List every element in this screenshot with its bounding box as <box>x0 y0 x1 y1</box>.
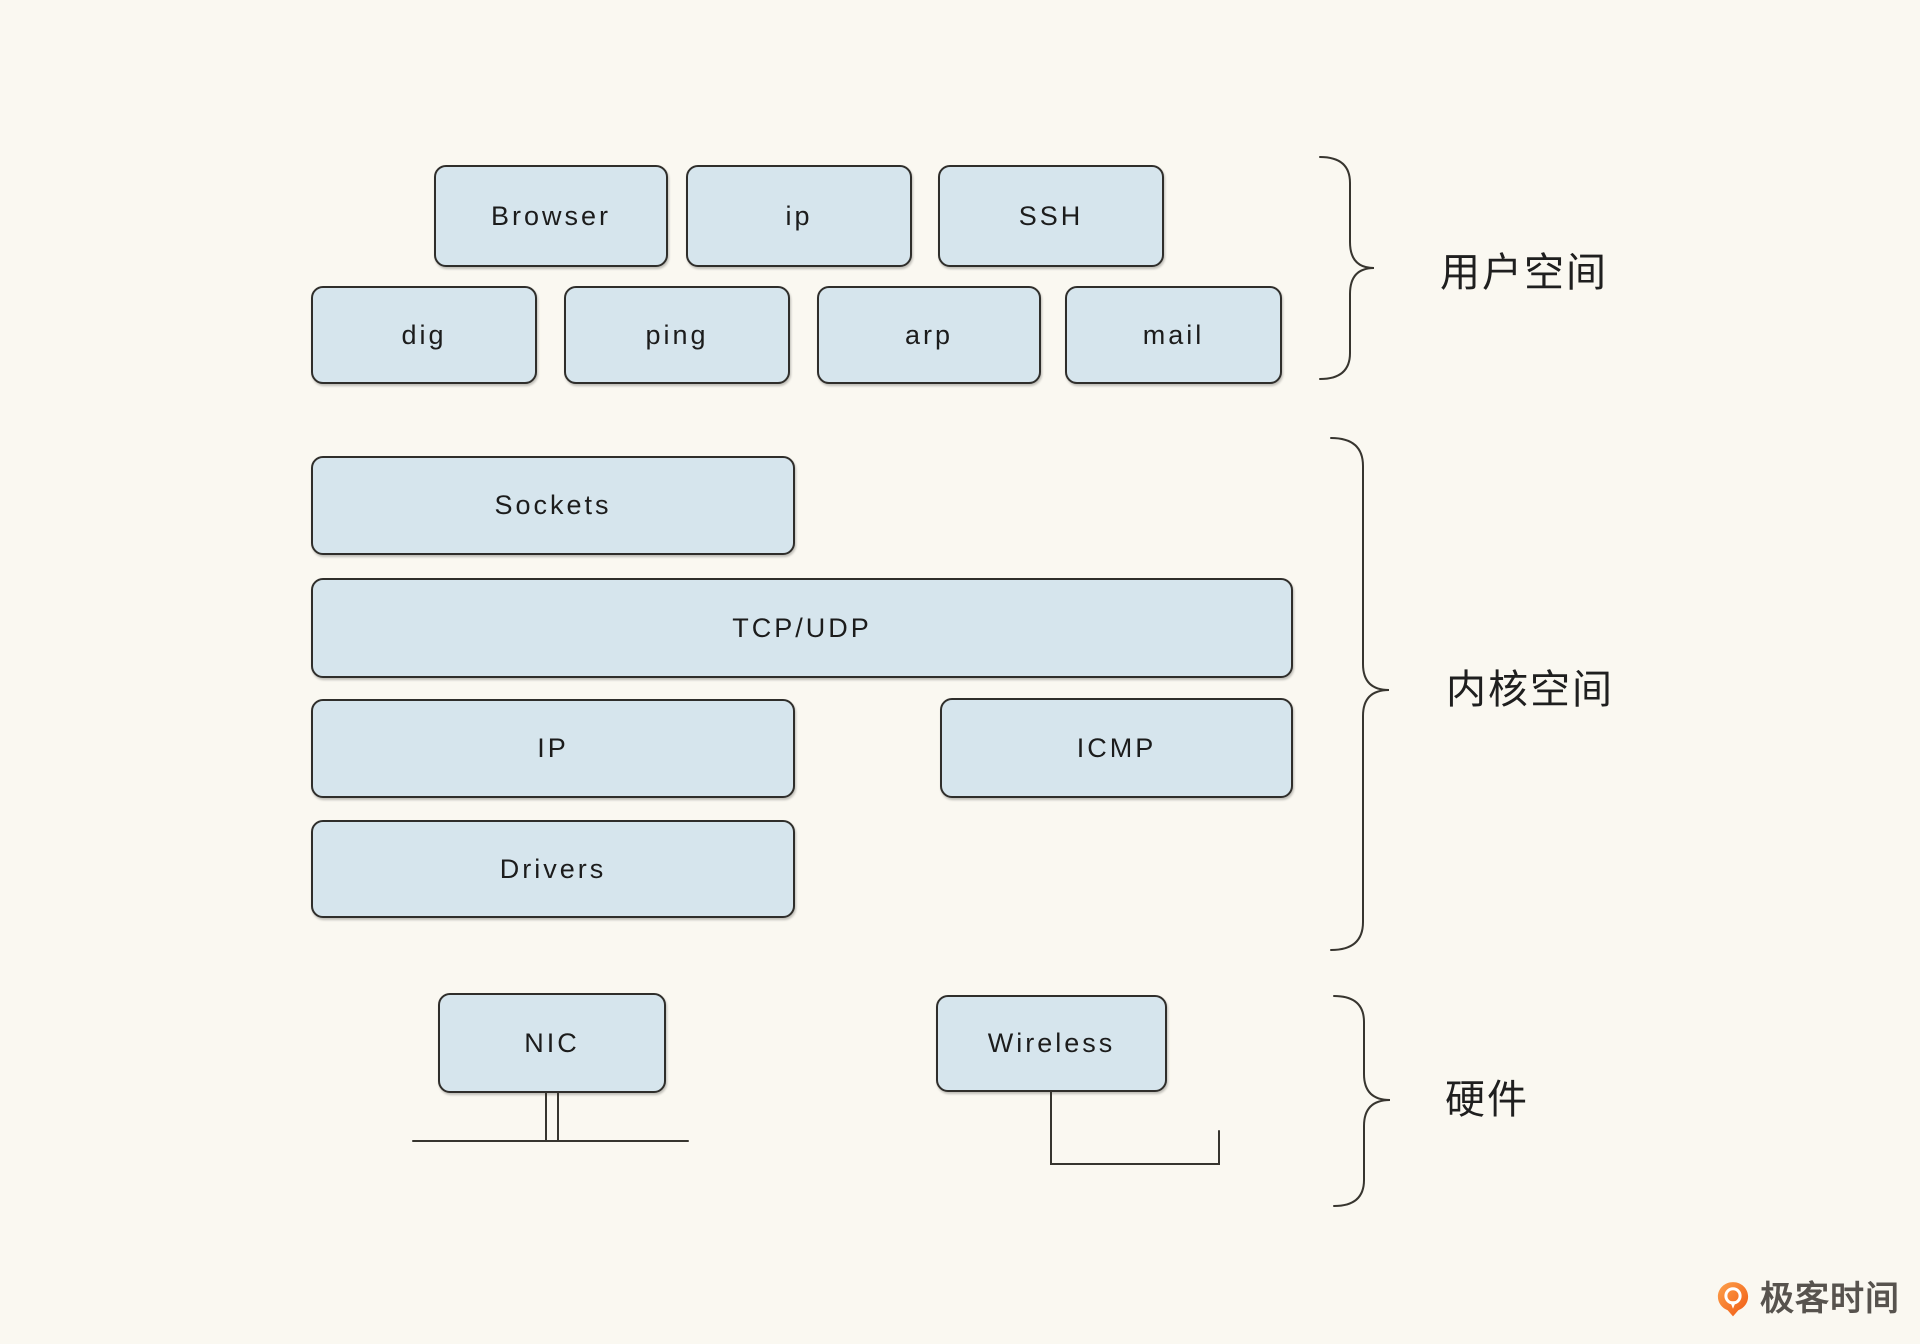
box-mail: mail <box>1065 286 1282 384</box>
user-space-brace <box>1319 156 1375 380</box>
kernel-space-brace <box>1330 437 1390 951</box>
geektime-logo-icon <box>1717 1282 1749 1317</box>
hardware-label: 硬件 <box>1445 1078 1529 1122</box>
wireless-connector-line <box>1050 1091 1220 1165</box>
user-space-label: 用户空间 <box>1440 251 1608 295</box>
box-nic: NIC <box>438 993 666 1093</box>
box-ip-layer: IP <box>311 699 795 798</box>
box-ping: ping <box>564 286 790 384</box>
geektime-logo-text: 极客时间 <box>1760 1280 1900 1318</box>
box-tcp-udp: TCP/UDP <box>311 578 1293 678</box>
box-browser: Browser <box>434 165 668 267</box>
hardware-brace <box>1333 995 1391 1207</box>
box-wireless: Wireless <box>936 995 1167 1092</box>
box-sockets: Sockets <box>311 456 795 555</box>
box-drivers: Drivers <box>311 820 795 918</box>
box-icmp: ICMP <box>940 698 1293 798</box>
kernel-space-label: 内核空间 <box>1446 668 1614 712</box>
box-arp: arp <box>817 286 1041 384</box>
geektime-logo: 极客时间 <box>1717 1281 1900 1317</box>
box-ip-tool: ip <box>686 165 912 267</box>
box-dig: dig <box>311 286 537 384</box>
nic-connector-stem <box>545 1092 559 1142</box>
box-ssh: SSH <box>938 165 1164 267</box>
